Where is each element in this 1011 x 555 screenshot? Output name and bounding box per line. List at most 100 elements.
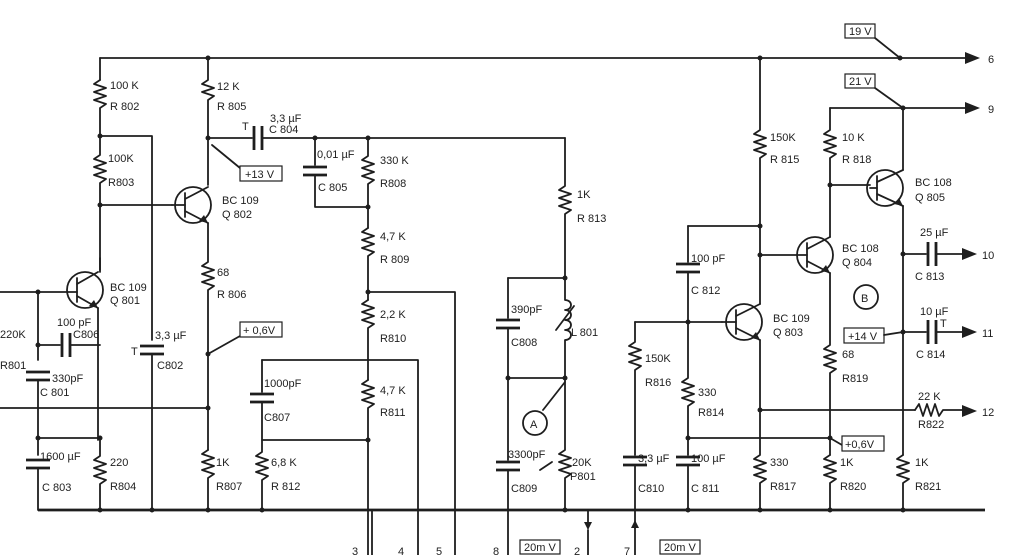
capacitor-c808: [496, 318, 520, 330]
r813-value: 1K: [577, 189, 591, 201]
voltage-box-14v: +14 V: [843, 327, 904, 344]
resistor-r819: [823, 272, 837, 456]
output-arrow-12: [962, 405, 977, 417]
transistor-q803: [721, 303, 763, 341]
voltage-box-13v: +13 V: [211, 144, 283, 182]
r809-ref: R 809: [380, 254, 409, 266]
c810-ref: C810: [638, 483, 664, 495]
c803-ref: C 803: [42, 482, 71, 494]
capacitor-c801: [26, 370, 50, 382]
test-point-a: A: [522, 381, 566, 436]
r815-ref: R814: [698, 407, 724, 419]
c812-value: 100 pF: [691, 253, 726, 265]
q803-ref: Q 803: [773, 327, 803, 339]
c802-mark: T: [131, 346, 138, 358]
r810-value: 2,2 K: [380, 309, 406, 321]
svg-text:B: B: [861, 293, 868, 305]
resistor-r802: [93, 79, 107, 137]
capacitor-c802: [140, 344, 164, 356]
resistor-r810: [361, 299, 375, 381]
r803-value: 100K: [108, 153, 134, 165]
c809-ref: C809: [511, 483, 537, 495]
r815-value: 330: [698, 387, 716, 399]
c806-value: 100 pF: [57, 317, 92, 329]
terminal-11-label: 11: [982, 328, 993, 340]
capacitor-c806: [60, 333, 72, 357]
terminal-12-label: 12: [982, 407, 994, 419]
capacitor-c805: [303, 165, 327, 177]
resistor-r803: [93, 135, 107, 271]
resistor-r817: [753, 339, 767, 511]
r806-value: 68: [217, 267, 229, 279]
q803-type: BC 109: [773, 313, 810, 325]
r811-ref: R811: [380, 407, 405, 419]
resistor-r804: [93, 437, 107, 511]
resistor-r811: [361, 379, 375, 555]
svg-text:A: A: [530, 419, 538, 431]
voltage-box-20mv-1: 20m V: [519, 539, 561, 555]
c810-value: 3,3 µF: [638, 453, 670, 465]
r819-value: 68: [842, 349, 854, 361]
r812-ref: R 812: [271, 481, 300, 493]
transistor-q802: [171, 186, 212, 224]
terminal-6-label: 6: [988, 54, 994, 66]
c801-ref: C 801: [40, 387, 69, 399]
test-point-b: B: [853, 284, 879, 310]
r809-value: 4,7 K: [380, 231, 406, 243]
r804-value: 220: [110, 457, 128, 469]
r802-value: 100 K: [110, 80, 139, 92]
resistor-r813: [558, 137, 572, 279]
terminal-8-label: 8: [493, 546, 499, 555]
resistor-r818: [823, 107, 837, 238]
terminal-10-label: 10: [982, 250, 994, 262]
r804-ref: R804: [110, 481, 136, 493]
c808-ref: C808: [511, 337, 537, 349]
r821-value: 1K: [915, 457, 929, 469]
r808-value: 330 K: [380, 155, 409, 167]
capacitor-c807: [250, 392, 274, 404]
voltage-box-0-6v-b: +0,6V: [829, 435, 885, 452]
potentiometer-p801: [558, 377, 572, 511]
q802-type: BC 109: [222, 195, 259, 207]
c804-mark: T: [242, 121, 249, 133]
inductor-l801: [555, 277, 575, 379]
terminal-4-label: 4: [398, 546, 404, 555]
resistor-r815: [681, 271, 695, 456]
p801-ref: P801: [570, 471, 596, 483]
r818-ref: R 818: [842, 154, 871, 166]
r807-value: 1K: [216, 457, 230, 469]
r801-value: 220K: [0, 329, 26, 341]
terminal-3-label: 3: [352, 546, 358, 555]
r806-ref: R 806: [217, 289, 246, 301]
r801-ref: R801: [0, 360, 26, 372]
c804-value: 3,3 µF: [270, 113, 302, 125]
resistor-r807: [201, 449, 215, 511]
svg-text:+ 0,6V: + 0,6V: [243, 325, 276, 337]
c807-ref: C807: [264, 412, 290, 424]
capacitor-c813: [926, 242, 938, 266]
c811-value: 100 µF: [691, 453, 726, 465]
r805-value: 12 K: [217, 81, 240, 93]
c806-ref: C806: [73, 329, 99, 341]
r816-ref: R 815: [770, 154, 799, 166]
c807-value: 1000pF: [264, 378, 302, 390]
terminal-7-label: 7: [624, 546, 630, 555]
resistor-r812: [255, 401, 269, 511]
q805-ref: Q 805: [915, 192, 945, 204]
q802-ref: Q 802: [222, 209, 252, 221]
r822-ref: R822: [918, 419, 944, 431]
r807-ref: R807: [216, 481, 242, 493]
resistor-r816: [753, 57, 767, 305]
c811-ref: C 811: [691, 483, 720, 495]
r818-value: 10 K: [842, 132, 865, 144]
c814-value: 10 µF: [920, 306, 949, 318]
r811-value: 4,7 K: [380, 385, 406, 397]
voltage-box-20mv-2: 20m V: [659, 539, 701, 555]
svg-text:19 V: 19 V: [849, 26, 872, 38]
svg-text:+0,6V: +0,6V: [845, 439, 875, 451]
r802-ref: R 802: [110, 101, 139, 113]
resistor-r806: [201, 222, 215, 451]
q804-ref: Q 804: [842, 257, 872, 269]
voltage-box-0-6v-a: + 0,6V: [207, 321, 283, 355]
svg-text:+14 V: +14 V: [848, 331, 878, 343]
